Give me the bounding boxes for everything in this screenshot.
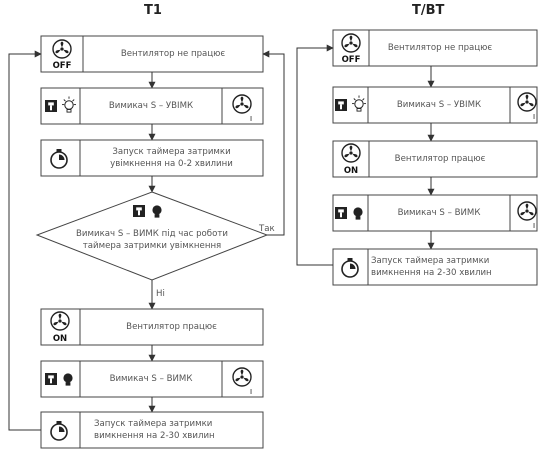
speed-badge: I <box>533 222 535 230</box>
light-off-icon <box>352 95 366 112</box>
left-box-switch-on: I <box>40 87 264 125</box>
decision-label-line: Вимикач S – ВИМК під час роботи <box>76 229 228 239</box>
switch-icon <box>133 205 145 217</box>
speed-badge: I <box>250 388 252 396</box>
step-label: Запуск таймера затримки вимкнення на 2-3… <box>371 255 535 279</box>
step-label-line: Запуск таймера затримки <box>94 419 213 429</box>
step-label: Вентилятор працює <box>394 154 486 164</box>
step-label: Вимикач S – УВІМК <box>396 100 482 110</box>
step-label: Запуск таймера затримки увімкнення на 0-… <box>81 146 262 170</box>
off-badge: OFF <box>342 55 361 65</box>
switch-icon <box>45 373 57 385</box>
fan-icon <box>517 201 537 221</box>
step-label: Вентилятор не працює <box>120 49 226 59</box>
right-box-switch-off: I <box>332 194 538 232</box>
switch-icon <box>45 100 57 112</box>
step-label: Вимикач S – ВИМК <box>109 374 193 384</box>
light-off-icon <box>62 96 76 113</box>
step-label: Вентилятор не працює <box>387 43 493 53</box>
switch-icon <box>335 99 347 111</box>
step-label-line: Запуск таймера затримки <box>371 256 490 266</box>
fan-icon <box>341 143 361 163</box>
right-flowchart: OFF I ON <box>296 29 538 286</box>
decision-label-line: таймера затримки увімкнення <box>82 241 222 251</box>
fan-icon <box>341 33 361 53</box>
left-box-timer-off <box>40 411 264 449</box>
speed-badge: I <box>250 115 252 123</box>
on-badge: ON <box>53 334 67 344</box>
speed-badge: I <box>533 113 535 121</box>
right-box-switch-on: I <box>332 86 538 124</box>
step-label-line: вимкнення на 2-30 хвилин <box>94 431 215 441</box>
column-title-left: T1 <box>144 3 162 18</box>
right-box-timer-off <box>332 248 538 286</box>
decision-label: Вимикач S – ВИМК під час роботи таймера … <box>52 228 252 252</box>
loop-back-connector <box>296 44 334 266</box>
step-label: Вимикач S – ВИМК <box>397 208 481 218</box>
fan-icon <box>52 39 72 59</box>
loop-back-connector <box>8 50 42 431</box>
step-label: Вентилятор працює <box>126 322 217 332</box>
fan-icon <box>232 94 252 114</box>
column-title-right: T/BT <box>412 3 445 18</box>
switch-icon <box>335 207 347 219</box>
yes-branch-connector <box>262 50 285 236</box>
step-label-line: вимкнення на 2-30 хвилин <box>371 268 492 278</box>
fan-icon <box>232 367 252 387</box>
fan-icon <box>517 92 537 112</box>
left-box-switch-off: I <box>40 360 264 398</box>
step-label-line: увімкнення на 0-2 хвилини <box>110 159 233 169</box>
left-box-fan-on: ON <box>40 308 264 346</box>
no-label: Ні <box>156 289 165 299</box>
on-badge: ON <box>344 166 358 176</box>
left-box-fan-off: OFF <box>40 35 264 73</box>
off-badge: OFF <box>53 61 72 71</box>
right-box-fan-on: ON <box>332 140 538 178</box>
left-flowchart: OFF I <box>8 35 285 449</box>
step-label: Запуск таймера затримки вимкнення на 2-3… <box>94 418 262 442</box>
yes-label: Так <box>259 224 275 234</box>
step-label-line: Запуск таймера затримки <box>112 147 231 157</box>
step-label: Вимикач S – УВІМК <box>108 101 194 111</box>
fan-icon <box>50 311 70 331</box>
